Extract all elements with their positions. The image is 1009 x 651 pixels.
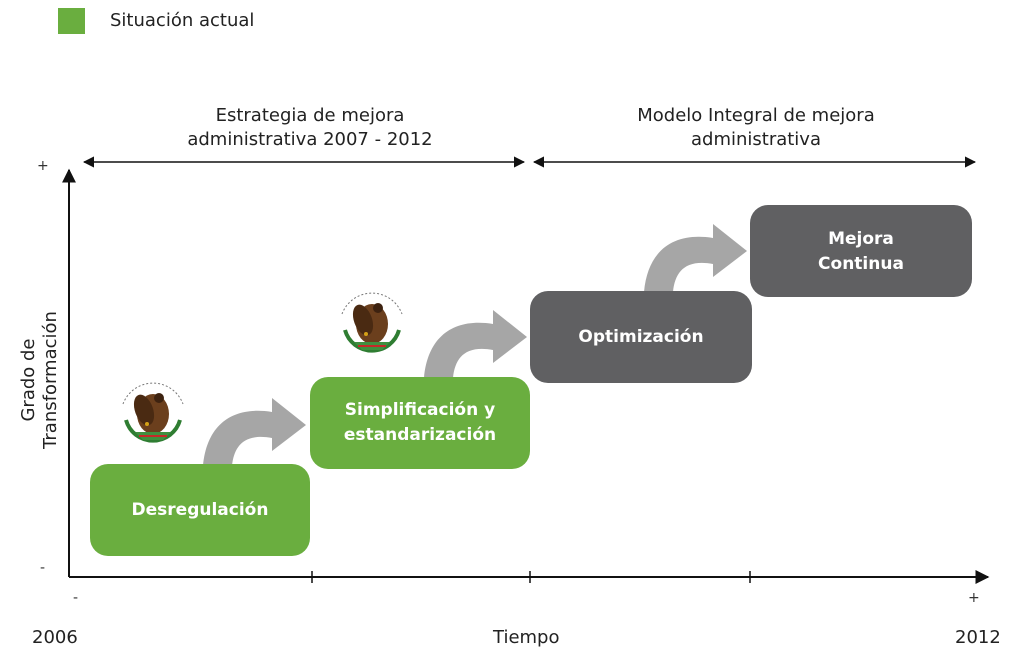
period-label-integral-model: Modelo Integral de mejora administrativa — [556, 104, 956, 152]
stage-box-simplificacion: Simplificación y estandarización — [310, 377, 530, 469]
x-axis-plus: + — [968, 590, 980, 606]
stage-box-desregulacion: Desregulación — [90, 464, 310, 556]
x-axis-minus: - — [73, 590, 79, 606]
y-axis-title: Grado de Transformación — [18, 260, 62, 500]
x-axis-start-year: 2006 — [32, 627, 78, 648]
process-arrow-1 — [203, 398, 306, 466]
stage-optimizacion-line1: Optimización — [578, 326, 704, 347]
y-axis-title-line2: Transformación — [40, 311, 61, 449]
period-model-line2: administrativa — [690, 129, 821, 150]
process-arrow-2 — [424, 310, 527, 378]
emblem-icon — [122, 382, 184, 443]
stage-box-mejora-continua: Mejora Continua — [750, 205, 972, 297]
x-axis-end-year: 2012 — [955, 627, 1001, 648]
y-axis-minus: - — [40, 560, 46, 576]
stage-simplificacion-line2: estandarización — [343, 425, 497, 445]
period-strategy-line2: administrativa 2007 - 2012 — [187, 129, 433, 150]
stage-simplificacion-line1: Simplificación y — [344, 400, 496, 420]
y-axis-title-line1: Grado de — [18, 338, 39, 422]
x-axis-title: Tiempo — [493, 627, 560, 648]
stage-box-optimizacion: Optimización — [530, 291, 752, 383]
y-axis-plus: + — [37, 158, 49, 174]
period-strategy-line1: Estrategia de mejora — [215, 105, 405, 126]
stage-mejora-line1: Mejora — [828, 229, 894, 249]
stage-desregulacion-line1: Desregulación — [131, 499, 269, 520]
stage-mejora-line2: Continua — [818, 254, 904, 274]
emblem-icon — [341, 292, 403, 353]
legend-label: Situación actual — [110, 10, 255, 31]
process-arrow-3 — [644, 224, 747, 292]
period-model-line1: Modelo Integral de mejora — [637, 105, 875, 126]
period-label-strategy: Estrategia de mejora administrativa 2007… — [110, 104, 510, 152]
legend-swatch-current — [58, 8, 85, 34]
